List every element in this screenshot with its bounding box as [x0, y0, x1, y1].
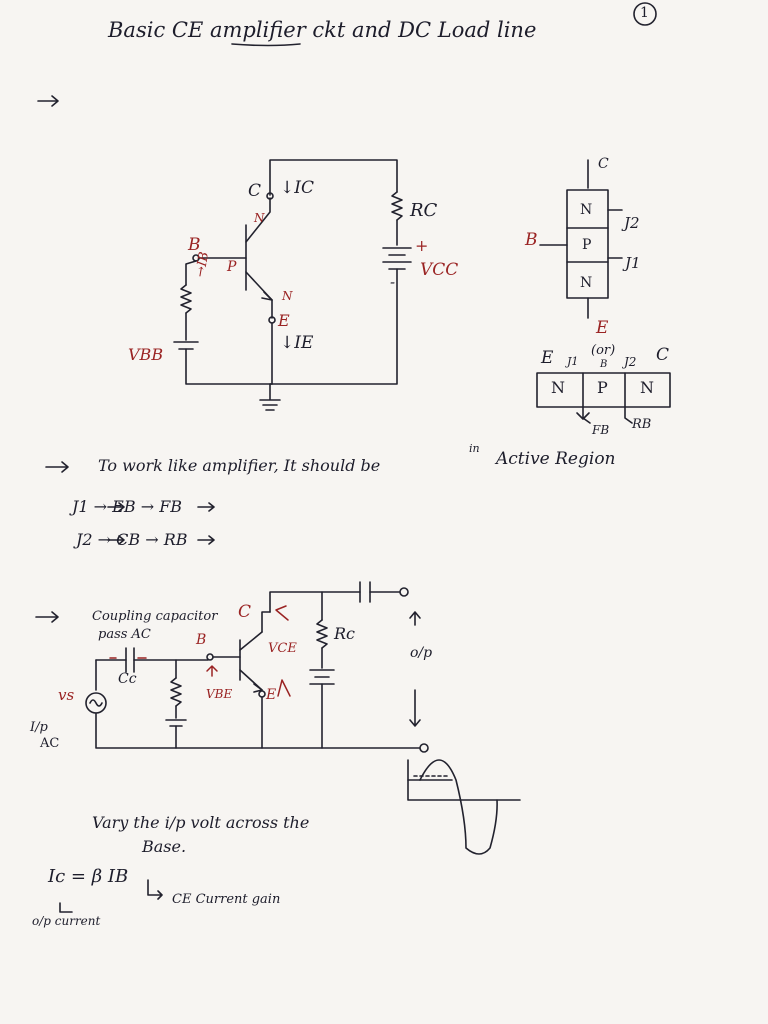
current-gain-label: CE Current gain [172, 892, 281, 907]
minus-label: - [390, 273, 396, 291]
strip-e-label: E [541, 348, 554, 368]
active-region-in: in [469, 442, 480, 455]
margin-arrow-1 [37, 95, 59, 107]
junction-j2-label: J2 [624, 214, 640, 232]
collector-label: C [248, 181, 262, 201]
active-region-note: To work like amplifier, It should be [98, 456, 381, 475]
vary-input-note: Vary the i/p volt across the [92, 813, 310, 832]
amp-vce-label: VCE [268, 641, 297, 656]
strip-j1-label: J1 [567, 355, 579, 368]
pass-ac-label: pass AC [98, 627, 151, 642]
strip-cell-p: P [597, 378, 608, 397]
page-title: Basic CE amplifier ckt and DC Load line [108, 18, 537, 42]
coupling-capacitor-label: Coupling capacitor [92, 609, 218, 624]
junction-b-label: B [525, 230, 538, 250]
title-underline [231, 43, 301, 47]
active-region-label: Active Region [496, 449, 616, 469]
rc-label: RC [410, 200, 438, 221]
margin-arrow-3 [35, 611, 59, 623]
margin-arrow-2 [45, 461, 69, 473]
strip-cell-n1: N [551, 378, 565, 397]
strip-or-label: (or) [591, 343, 616, 358]
output-waveform [407, 759, 521, 855]
ce-amplifier-circuit [85, 581, 429, 753]
strip-rb-label: RB [632, 417, 652, 432]
amp-emitter-label: E [266, 687, 277, 703]
j2-bias-note: J2 → CB → RB [76, 530, 188, 549]
amp-output-label: o/p [410, 645, 433, 661]
ic-label: ↓IC [280, 178, 314, 198]
npn-strip-diagram [536, 372, 671, 424]
output-current-label: o/p current [32, 914, 101, 928]
n-bottom-label: N [282, 289, 293, 303]
junction-p-label: P [582, 237, 592, 253]
ce-bias-circuit [173, 159, 412, 411]
amp-rc-label: Rc [334, 624, 356, 643]
j1-bias-note: J1 → EB → FB [72, 497, 183, 516]
current-gain-equation: Ic = β IB [48, 866, 129, 887]
junction-j1-label: J1 [625, 254, 641, 272]
amp-cc-label: Cc [118, 671, 137, 687]
junction-e-label: E [596, 318, 609, 338]
vary-input-note-2: Base. [142, 837, 187, 856]
amp-vbe-label: VBE [206, 687, 233, 701]
p-region-label: P [227, 259, 237, 275]
junction-c-label: C [598, 156, 609, 172]
amp-base-label: B [196, 632, 207, 648]
strip-fb-label: FB [592, 423, 610, 437]
strip-c-label: C [656, 345, 670, 365]
page-number: 1 [640, 5, 649, 21]
plus-label: + [415, 236, 429, 255]
amp-collector-label: C [238, 602, 252, 622]
page-number-circle [633, 2, 657, 26]
ie-label: ↓IE [280, 333, 314, 353]
n-top-label: N [254, 211, 265, 225]
strip-b-label: B [600, 359, 608, 370]
vbb-label: VBB [128, 345, 164, 364]
junction-n1-label: N [580, 202, 593, 218]
strip-j2-label: J2 [624, 355, 637, 369]
junction-diagram [539, 159, 623, 319]
emitter-label: E [278, 311, 290, 330]
amp-ip-label: I/p [30, 720, 48, 735]
base-label: B [188, 235, 201, 255]
vcc-label: VCC [420, 260, 459, 280]
amp-vs-label: vs [58, 686, 75, 704]
junction-n2-label: N [580, 275, 593, 291]
strip-cell-n2: N [640, 378, 654, 397]
amp-ac-label: AC [40, 736, 60, 751]
